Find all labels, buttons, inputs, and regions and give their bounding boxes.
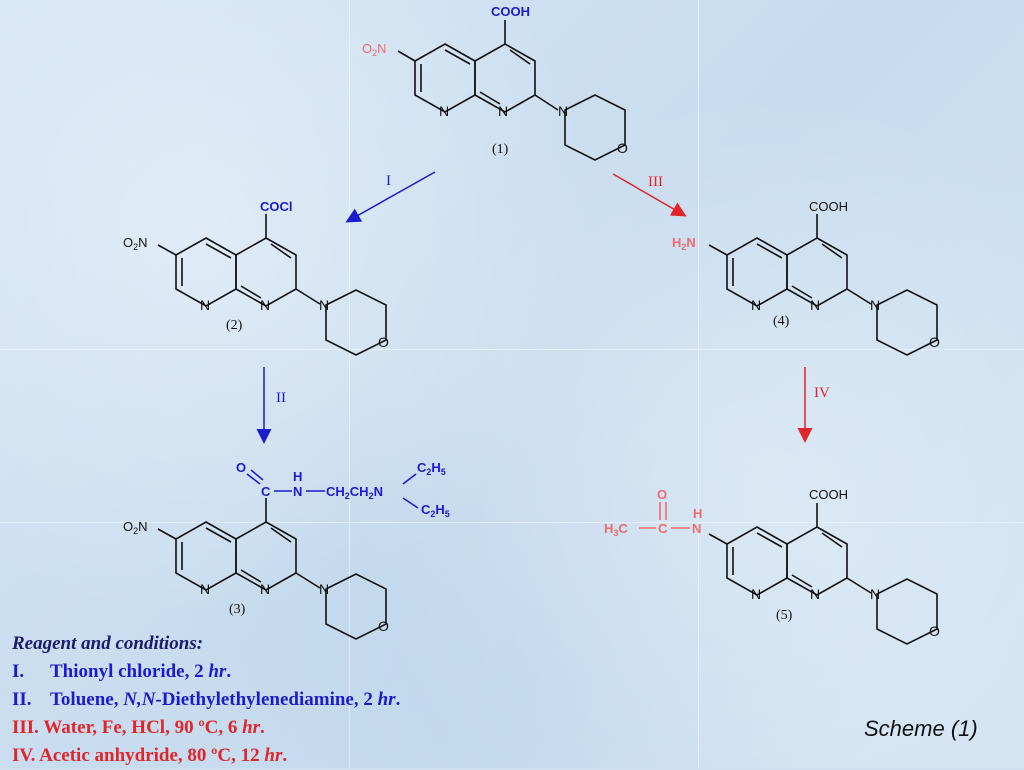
arrow-step-I-label: I xyxy=(386,173,391,189)
compound-5-bonds xyxy=(708,503,938,645)
compound-4-label: (4) xyxy=(773,314,790,329)
compound-3-side-chain-bonds xyxy=(246,469,419,509)
condition-step-IV: IV. Acetic anhydride, 80 ºC, 12 hr. xyxy=(12,745,288,766)
compound-3-nitro: O2N xyxy=(123,519,148,536)
compound-1-morpholine-n: N xyxy=(558,103,568,119)
compound-5-n1: N xyxy=(751,586,761,602)
compound-1-acid: COOH xyxy=(491,4,530,19)
compound-1-n1: N xyxy=(439,103,449,119)
compound-5: O H H3C C N COOH N N N O (5) xyxy=(604,487,940,645)
compound-5-acetyl-h: H xyxy=(693,506,702,521)
compound-3: O C H N CH2CH2N C2H5 C2H5 O2N N N N O (3… xyxy=(123,460,450,640)
compound-2-morpholine-n: N xyxy=(319,297,329,313)
compound-3-morpholine-o: O xyxy=(378,618,389,634)
compound-3-morpholine-n: N xyxy=(319,581,329,597)
arrow-step-III: III xyxy=(612,173,687,217)
compound-5-acid: COOH xyxy=(809,487,848,502)
compound-3-amide-o: O xyxy=(236,460,246,475)
reagents-and-conditions: Reagent and conditions: I.Thionyl chlori… xyxy=(12,630,572,770)
grid-line-h2 xyxy=(0,522,1024,523)
arrow-step-I: I xyxy=(345,171,436,223)
compound-1: COOH O2N N N N O (1) xyxy=(362,4,628,161)
compound-3-amide-c: C xyxy=(261,484,271,499)
compound-3-amide-n: N xyxy=(293,484,302,499)
grid-line-h1 xyxy=(0,349,1024,350)
conditions-heading: Reagent and conditions: xyxy=(12,633,204,654)
compound-5-amide-n: N xyxy=(692,521,701,536)
compound-1-n8: N xyxy=(498,103,508,119)
compound-3-ethyl-upper: C2H5 xyxy=(417,460,446,477)
compound-2-bonds xyxy=(157,214,387,356)
compound-3-ethylene-linker: CH2CH2N xyxy=(326,484,383,501)
compound-2-n8: N xyxy=(260,297,270,313)
compound-4-morpholine-o: O xyxy=(929,334,940,350)
compound-3-ethyl-lower: C2H5 xyxy=(421,502,450,519)
condition-step-II: II.Toluene, N,N-Diethylethylenediamine, … xyxy=(12,689,401,710)
grid-line-v2 xyxy=(698,0,699,768)
compound-5-acetyl-o: O xyxy=(657,487,667,502)
compound-5-methyl: H3C xyxy=(604,521,628,538)
compound-2-n1: N xyxy=(200,297,210,313)
arrow-step-IV-label: IV xyxy=(814,385,830,401)
compound-5-morpholine-n: N xyxy=(870,586,880,602)
compound-4-morpholine-n: N xyxy=(870,297,880,313)
compound-5-n8: N xyxy=(810,586,820,602)
arrow-step-II-label: II xyxy=(276,390,286,406)
compound-3-n8: N xyxy=(260,581,270,597)
arrow-step-IV: IV xyxy=(797,367,830,443)
compound-5-acetamide-bonds xyxy=(639,502,690,529)
compound-2-morpholine-o: O xyxy=(378,334,389,350)
compound-4-n8: N xyxy=(810,297,820,313)
condition-step-III: III. Water, Fe, HCl, 90 ºC, 6 hr. xyxy=(12,717,265,738)
arrow-step-II: II xyxy=(256,367,286,444)
scheme-caption: Scheme (1) xyxy=(864,716,978,741)
condition-step-I: I.Thionyl chloride, 2 hr. xyxy=(12,661,232,682)
compound-3-label: (3) xyxy=(229,602,246,617)
compound-5-carbonyl-c: C xyxy=(658,521,668,536)
compound-4-bonds xyxy=(708,214,938,356)
compound-5-label: (5) xyxy=(776,608,793,623)
compound-1-bonds xyxy=(397,20,626,161)
compound-2: COCl O2N N N N O (2) xyxy=(123,199,389,356)
compound-2-acyl-chloride: COCl xyxy=(260,199,293,214)
compound-4: COOH H2N N N N O (4) xyxy=(672,199,940,356)
compound-1-morpholine-o: O xyxy=(617,140,628,156)
arrow-step-III-label: III xyxy=(648,174,663,190)
compound-2-nitro: O2N xyxy=(123,235,148,252)
compound-3-amide-h: H xyxy=(293,469,302,484)
compound-1-label: (1) xyxy=(492,142,509,157)
compound-1-nitro: O2N xyxy=(362,41,387,58)
compound-5-morpholine-o: O xyxy=(929,623,940,639)
compound-3-n1: N xyxy=(200,581,210,597)
compound-2-label: (2) xyxy=(226,318,243,333)
compound-4-acid: COOH xyxy=(809,199,848,214)
grid-line-v1 xyxy=(349,0,350,768)
compound-4-amine: H2N xyxy=(672,235,696,252)
compound-3-bonds xyxy=(157,498,387,640)
compound-4-n1: N xyxy=(751,297,761,313)
